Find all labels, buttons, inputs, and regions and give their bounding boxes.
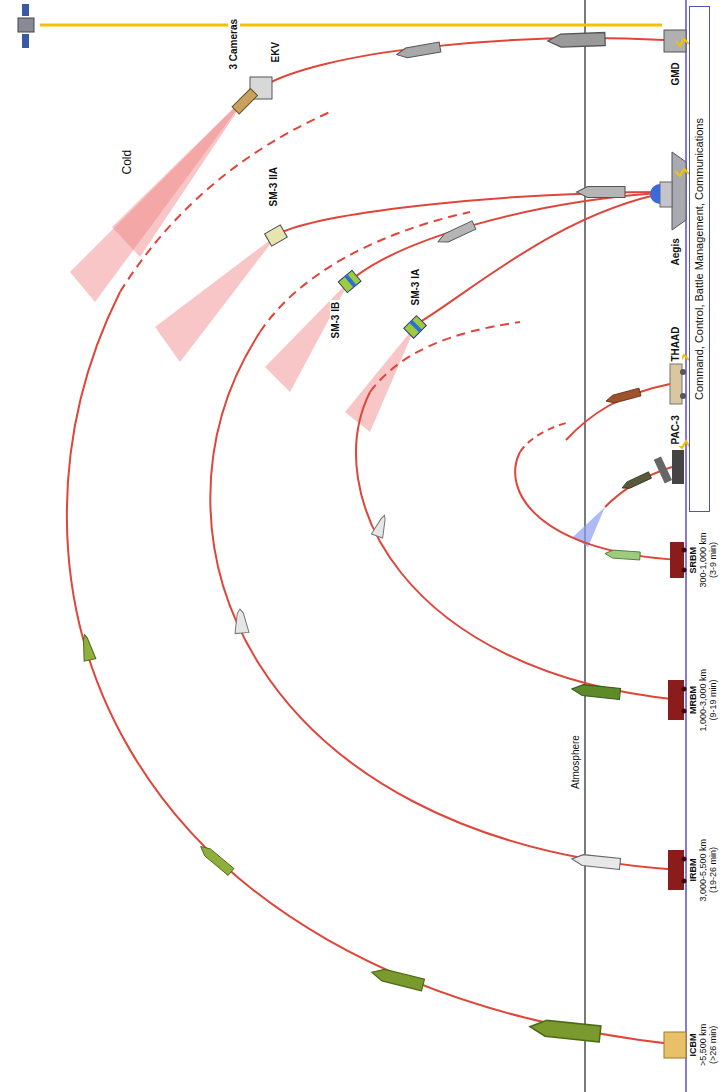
mrbm-trajectory <box>356 392 680 700</box>
sensor-cone <box>155 234 278 362</box>
wheel <box>682 857 687 862</box>
time-label: (>26 min) <box>708 1024 718 1066</box>
irbm-launcher <box>668 850 684 890</box>
aegis-superstructure <box>660 182 672 207</box>
comm-link <box>676 39 689 46</box>
ekv-camera <box>232 88 257 113</box>
wheel <box>682 709 687 714</box>
part-label: 3 Cameras <box>228 17 240 72</box>
time-label: (3-9 min) <box>708 540 718 580</box>
wheel <box>680 369 686 375</box>
icbm-silo <box>664 1032 686 1058</box>
satellite-panel <box>22 4 29 16</box>
interceptor-label: SM-3 IB <box>330 300 342 341</box>
aegis-radar <box>650 184 660 204</box>
comm-link <box>675 169 689 176</box>
interceptor-label: SM-3 IA <box>410 267 422 308</box>
icbm-trajectory <box>67 292 680 1045</box>
irbm-missile <box>571 853 620 869</box>
wheel <box>682 879 687 884</box>
gmd-booster <box>548 33 606 48</box>
region-label: Atmosphere <box>570 733 582 791</box>
mrbm-warhead <box>371 513 390 538</box>
pac3-canister <box>654 456 672 483</box>
satellite-beam <box>40 24 662 27</box>
sensor-cone <box>573 507 605 547</box>
sensor-cone <box>265 280 350 392</box>
command-box: Command, Control, Battle Management, Com… <box>689 6 710 512</box>
irbm-warhead <box>233 608 249 633</box>
sm3-trajectory <box>420 192 670 322</box>
sm3-ia-kill-vehicle <box>404 316 427 339</box>
interceptor-label: SM-3 IIA <box>268 165 280 208</box>
irbm-trajectory <box>210 332 680 870</box>
gmd-booster <box>396 42 441 59</box>
icbm-trajectory <box>120 112 330 292</box>
irbm-trajectory <box>260 212 470 332</box>
icbm-stage <box>370 966 424 990</box>
mrbm-trajectory <box>370 322 520 392</box>
range-label: 1,000-3,000 km <box>698 667 708 734</box>
threat-label: SRBM <box>688 545 698 576</box>
icbm-stage <box>198 843 234 875</box>
thaad-launcher <box>670 364 682 404</box>
pac3-launcher <box>672 450 684 484</box>
sm3-booster <box>577 187 625 198</box>
time-label: (19-26 min) <box>708 845 718 895</box>
box-text: Command, Control, Battle Management, Com… <box>693 118 705 400</box>
threat-label: IRBM <box>688 857 698 884</box>
interceptor-label: EKV <box>270 40 282 65</box>
srbm-launcher <box>670 542 684 578</box>
mrbm-missile <box>571 683 620 699</box>
mrbm-launcher <box>668 680 684 720</box>
wheel <box>682 687 687 692</box>
range-label: 300-1,000 km <box>698 530 708 589</box>
system-label: Aegis <box>670 236 682 267</box>
sensor-cone <box>112 92 250 257</box>
icbm-missile <box>529 1019 601 1042</box>
wheel <box>682 548 687 553</box>
range-label: 3,000-5,500 km <box>698 837 708 904</box>
atmosphere-line <box>584 0 585 1092</box>
thaad-missile <box>605 388 641 405</box>
region-label: Cold <box>120 148 134 177</box>
system-label: GMD <box>670 60 682 87</box>
sm3-ib-kill-vehicle <box>338 270 361 292</box>
wheel <box>682 568 687 573</box>
aegis-ship <box>672 152 686 230</box>
srbm-trajectory <box>515 452 680 560</box>
threat-label: MRBM <box>688 684 698 716</box>
sensor-cone <box>70 92 250 302</box>
range-label: >5,500 km <box>698 1022 708 1068</box>
sm3-iia-kill-vehicle <box>265 225 288 246</box>
sm3-booster <box>436 221 476 246</box>
thaad-trajectory <box>566 384 670 440</box>
satellite-body <box>18 18 34 32</box>
system-label: PAC-3 <box>670 413 682 446</box>
system-label: THAAD <box>670 325 682 364</box>
icbm-warhead <box>79 633 96 661</box>
srbm-trajectory <box>520 422 570 452</box>
threat-label: ICBM <box>688 1032 698 1059</box>
wheel <box>680 393 686 399</box>
srbm-missile <box>605 550 641 560</box>
time-label: (9-19 min) <box>708 677 718 722</box>
satellite-panel <box>22 34 29 48</box>
pac3-missile <box>621 472 652 491</box>
